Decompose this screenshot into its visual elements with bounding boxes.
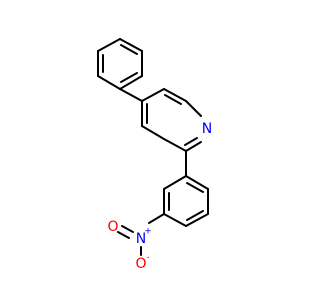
bond	[97, 38, 121, 52]
molecule-canvas: N N + O O -	[97, 38, 213, 272]
bond	[97, 75, 121, 90]
phenyl-ring	[97, 38, 143, 90]
bond	[141, 125, 165, 140]
bond	[185, 175, 209, 190]
aromatic-double-bond	[120, 44, 138, 55]
aromatic-double-bond	[186, 182, 204, 193]
pyridine-ring	[141, 88, 202, 152]
nitro-nitrogen-label: N	[136, 231, 146, 247]
phenyl-pyridine-bond	[119, 88, 143, 102]
bond	[185, 141, 202, 152]
nitro-double-bond	[117, 231, 130, 239]
aromatic-double-bond	[184, 137, 198, 146]
structure-diagram: N N + O O -	[97, 38, 212, 272]
aromatic-double-bond	[186, 210, 204, 221]
bond	[163, 175, 187, 190]
bond	[163, 88, 187, 102]
bond	[141, 88, 165, 102]
bond	[163, 213, 187, 227]
nitro-double-bond	[121, 225, 134, 233]
pyridine-nitrogen-label: N	[202, 121, 212, 137]
bond	[185, 213, 209, 227]
nitro-oxygen-double-label: O	[107, 219, 118, 235]
bond	[119, 75, 143, 90]
bond	[119, 38, 143, 52]
bond	[163, 138, 187, 152]
positive-charge: +	[144, 227, 152, 237]
nitrophenyl-ring	[163, 175, 209, 227]
bond	[185, 100, 202, 117]
nitro-oxygen-single-label: O	[135, 256, 146, 272]
aromatic-double-bond	[164, 94, 182, 105]
aromatic-double-bond	[120, 72, 138, 83]
aryl-nitro-bond	[148, 213, 165, 224]
negative-charge: -	[146, 253, 149, 263]
